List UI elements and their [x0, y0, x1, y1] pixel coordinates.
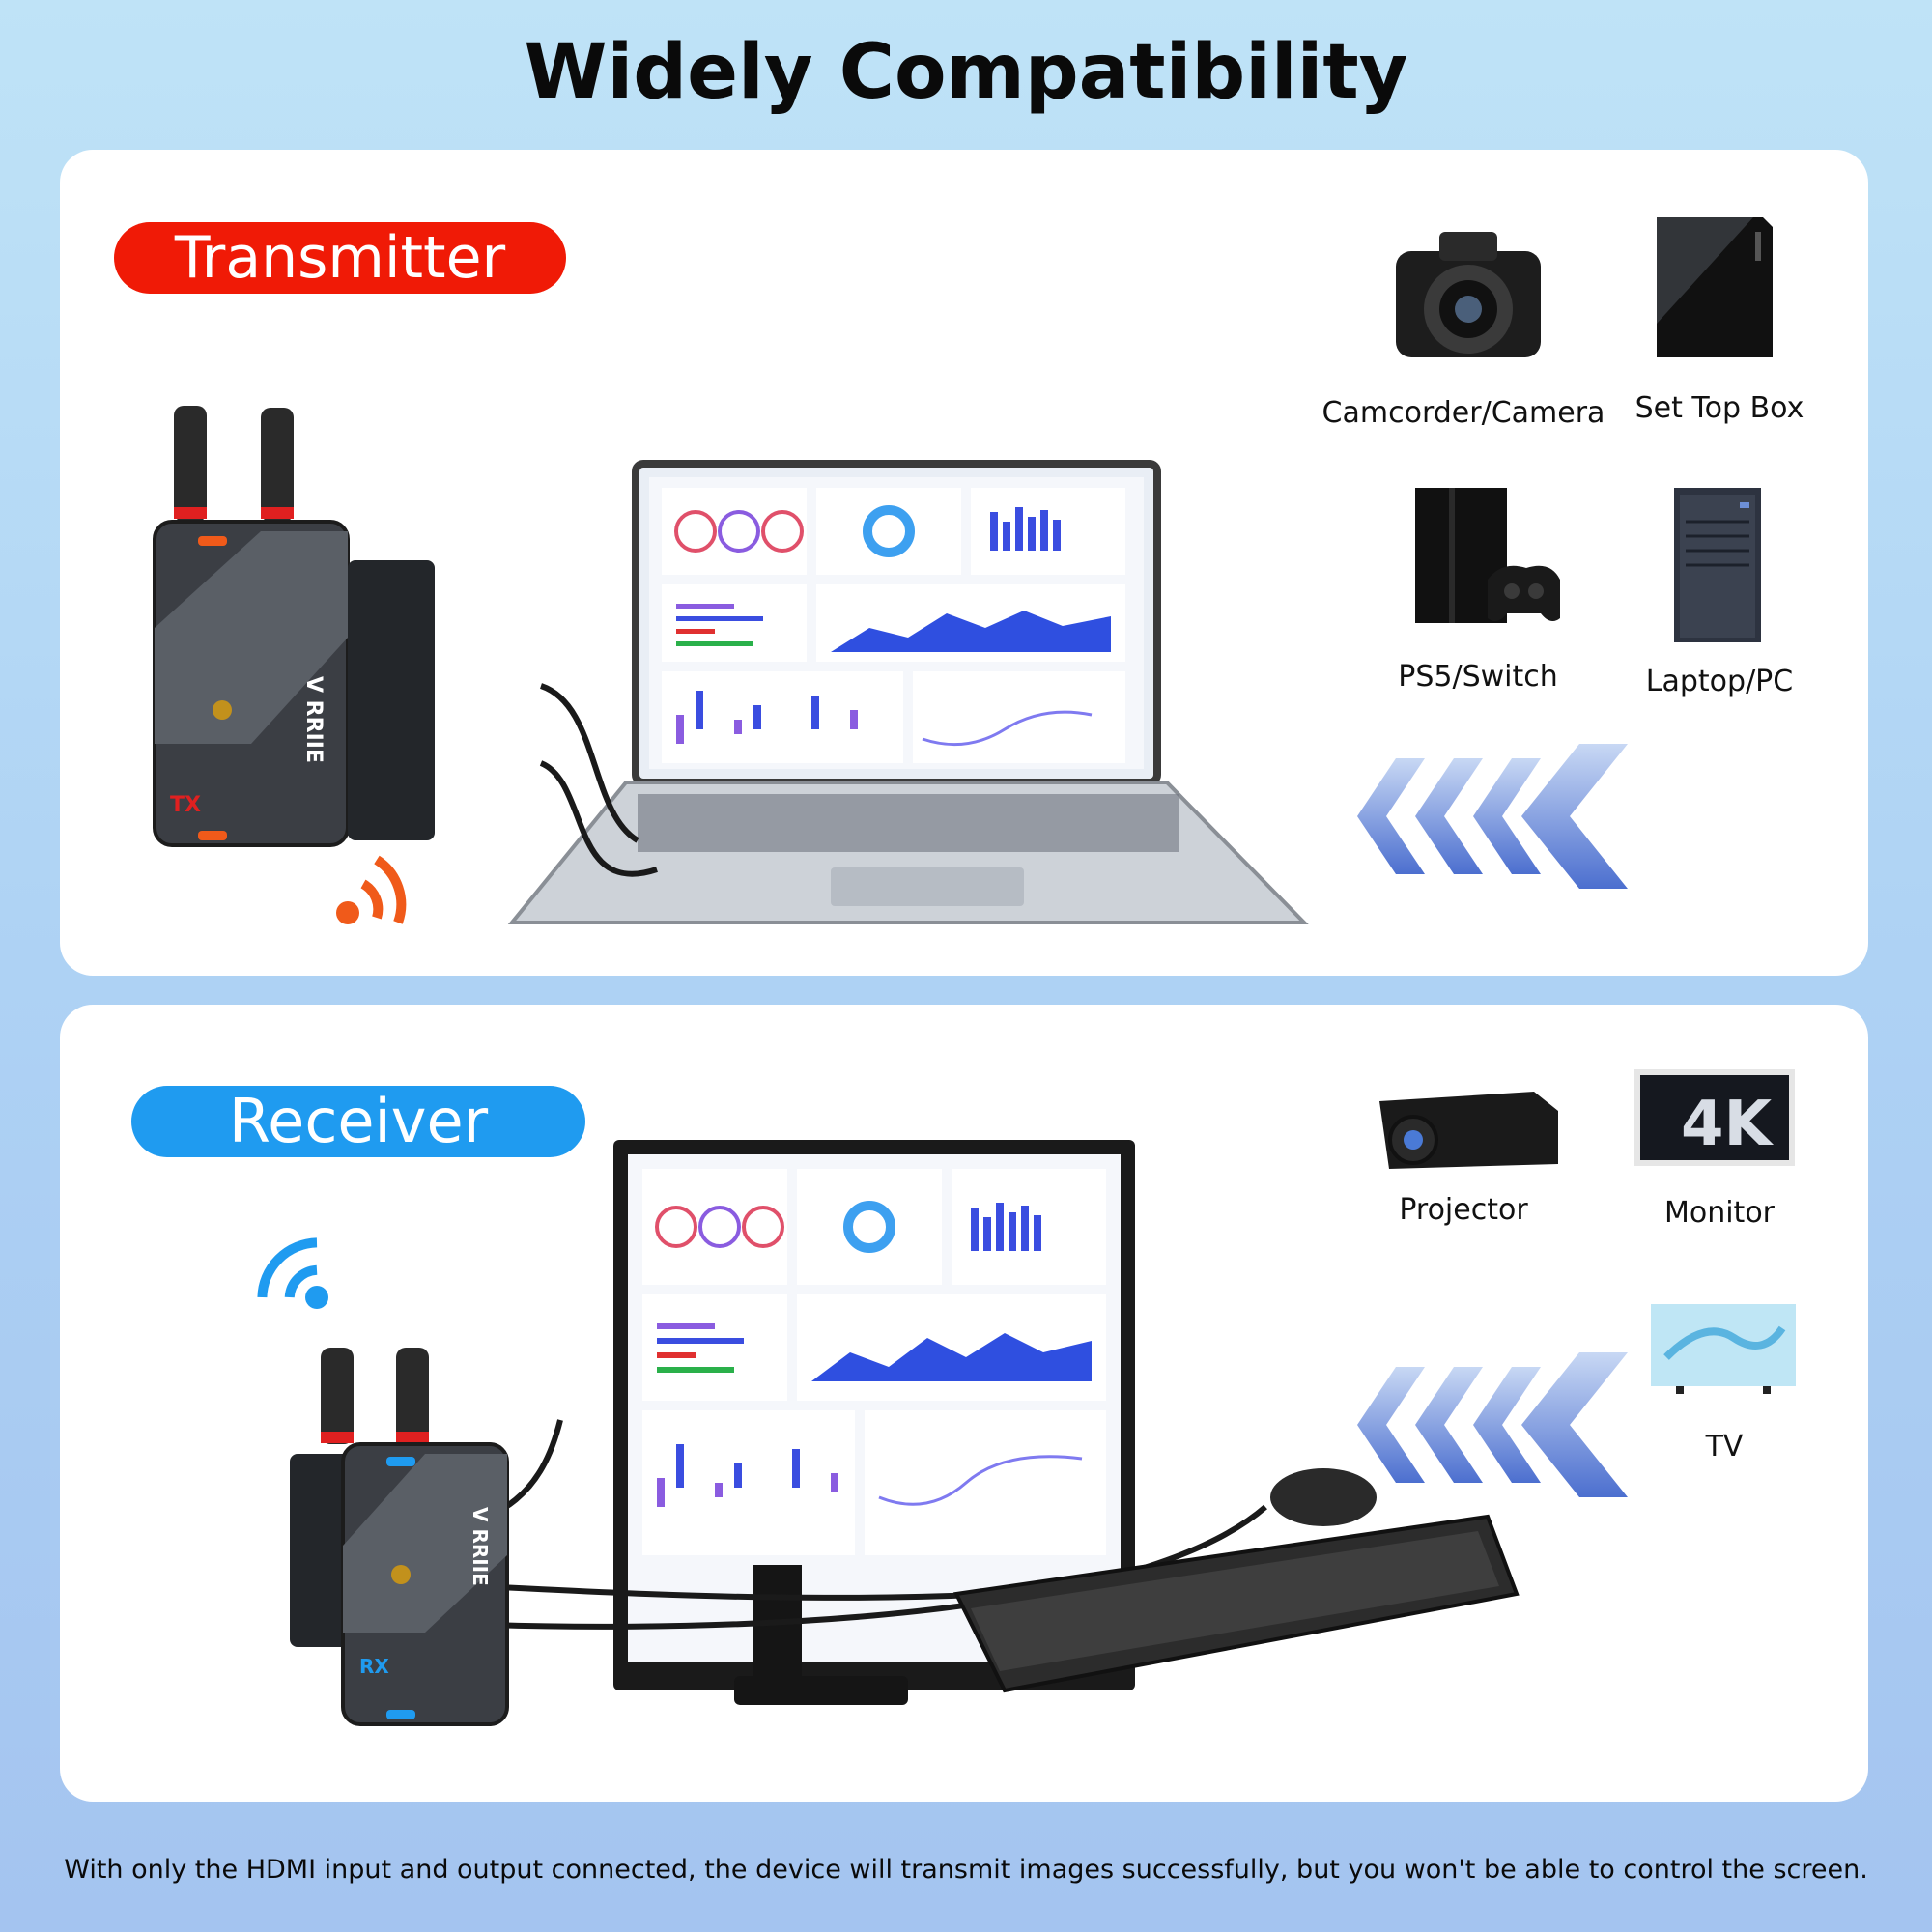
- display-label-monitor: Monitor: [1663, 1196, 1776, 1230]
- projector-icon: [1379, 1092, 1558, 1169]
- desktop-pc-icon: [1674, 488, 1761, 642]
- transmitter-label: Transmitter: [114, 222, 566, 294]
- display-label-projector: Projector: [1399, 1193, 1528, 1227]
- svg-text:4K: 4K: [1681, 1089, 1775, 1160]
- signal-transmit-icon: [336, 855, 407, 924]
- svg-text:V RRIIE: V RRIIE: [301, 676, 326, 763]
- signal-arrows-icon: [1357, 744, 1628, 889]
- display-label-tv: TV: [1705, 1430, 1744, 1463]
- laptop-icon: [507, 460, 1309, 924]
- svg-text:V RRIIE: V RRIIE: [469, 1507, 492, 1586]
- monitor-4k-icon: 4K: [1634, 1069, 1795, 1166]
- tv-icon: [1651, 1304, 1796, 1394]
- mouse-icon: [1270, 1468, 1377, 1526]
- receiver-label: Receiver: [131, 1086, 585, 1157]
- camera-icon: [1396, 232, 1541, 357]
- source-label-console: PS5/Switch: [1398, 660, 1558, 694]
- receiver-device: V RRIIE RX: [290, 1348, 509, 1726]
- receiver-monitor-illustration: V RRIIE RX: [257, 1140, 1520, 1726]
- signal-arrows-icon-bottom: [1357, 1352, 1628, 1497]
- page-title: Widely Compatibility: [524, 29, 1408, 116]
- transmitter-device: V RRIIE TX: [153, 406, 435, 847]
- transmitter-laptop-illustration: V RRIIE TX: [153, 406, 1309, 924]
- source-label-set-top-box: Set Top Box: [1634, 391, 1804, 425]
- footer-note: With only the HDMI input and output conn…: [64, 1855, 1868, 1885]
- game-console-icon: [1415, 488, 1560, 623]
- wifi-receive-icon: [257, 1237, 328, 1309]
- svg-text:TX: TX: [170, 793, 201, 817]
- set-top-box-icon: [1657, 217, 1773, 357]
- svg-text:RX: RX: [359, 1655, 389, 1678]
- keyboard-icon: [952, 1514, 1520, 1693]
- source-label-pc: Laptop/PC: [1645, 665, 1794, 698]
- monitor-icon: [613, 1140, 1135, 1705]
- source-label-camera: Camcorder/Camera: [1321, 396, 1605, 430]
